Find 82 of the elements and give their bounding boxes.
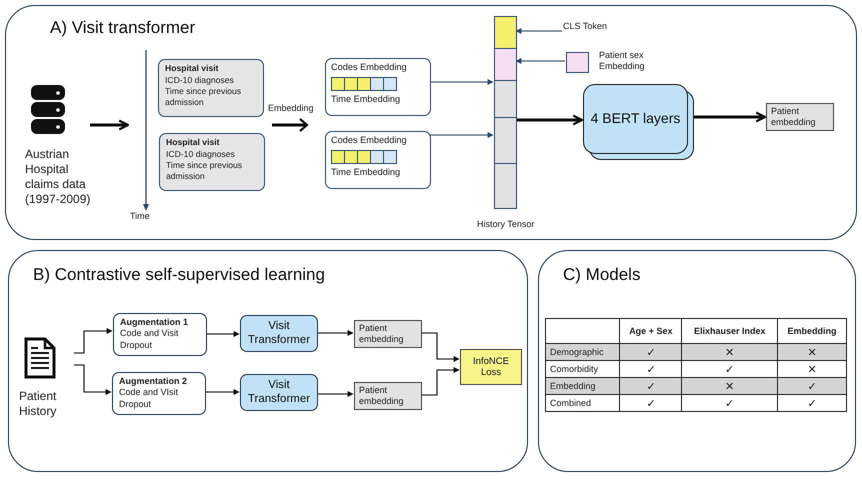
table-cell: ✕ <box>778 360 846 378</box>
visit-box <box>158 59 264 117</box>
panel <box>5 5 857 240</box>
embedding-square <box>566 52 589 73</box>
box-text: Time since previous admission <box>166 160 244 182</box>
row-header: Combined <box>546 394 620 412</box>
arrow <box>515 58 565 64</box>
column-header: Embedding <box>778 318 846 344</box>
augmentation-box <box>113 313 207 356</box>
box-text: 4 BERT layers <box>590 110 682 126</box>
history-tensor-bar <box>494 16 517 209</box>
box-text: Code and Visit Dropout <box>120 328 180 351</box>
panel-title: C) Models <box>563 265 640 285</box>
embedding-box <box>325 58 431 116</box>
visit-box <box>159 133 265 191</box>
table-cell: ✓ <box>620 394 682 412</box>
node-label: Patient sex Embedding <box>599 50 646 72</box>
box-text: Visit Transformer <box>246 378 312 406</box>
box-text: ICD-10 diagnoses <box>166 148 236 160</box>
row-header: Comorbidity <box>546 360 620 378</box>
panel-title: A) Visit transformer <box>50 18 196 38</box>
box-text: Codes Embedding <box>331 62 408 74</box>
box-text: Patient embedding <box>359 385 404 406</box>
output-box <box>354 320 422 348</box>
note-text: CLS Token <box>563 21 607 32</box>
model-box <box>240 374 318 411</box>
source-label: Patient History <box>19 389 58 419</box>
box-text: Time Embedding <box>331 166 402 178</box>
box-heading: Hospital visit <box>165 63 220 74</box>
arrow <box>90 120 130 130</box>
table-cell: ✓ <box>620 360 682 378</box>
table-cell: ✕ <box>682 378 778 394</box>
augmentation-box <box>112 372 206 415</box>
node-label: History Tensor <box>477 219 536 230</box>
box-text: Patient embedding <box>359 323 404 344</box>
box-text: Time since previous admission <box>165 86 242 108</box>
column-header: Age + Sex <box>620 318 682 344</box>
table-cell: ✓ <box>778 378 846 394</box>
box-text: Code and VIsit Dropout <box>119 387 180 410</box>
arrow <box>317 330 354 336</box>
column-header: Elixhauser Index <box>682 318 778 344</box>
arrow <box>206 331 240 337</box>
arrow <box>430 79 494 85</box>
model-box <box>240 315 318 352</box>
table-cell: ✓ <box>682 360 778 378</box>
box-text: InfoNCE Loss <box>472 356 510 378</box>
row-header: Embedding <box>546 378 620 394</box>
arrow <box>516 114 584 126</box>
arrow <box>74 364 112 395</box>
panel <box>8 250 528 472</box>
arrow <box>421 332 460 362</box>
embedding-box <box>325 131 431 189</box>
table-cell: ✓ <box>778 394 846 412</box>
box-text: Time Embedding <box>331 94 402 105</box>
box-text: Codes Embedding <box>331 135 408 146</box>
box-heading: Augmentation 1 <box>120 317 190 328</box>
box-text: Patient embedding <box>771 106 816 128</box>
table-cell: ✓ <box>682 394 778 412</box>
table-cell: ✓ <box>620 344 682 360</box>
layer-stack <box>583 84 694 160</box>
arrow <box>74 328 113 354</box>
box-text: ICD-10 diagnoses <box>165 74 235 86</box>
arrow <box>421 367 460 396</box>
output-box <box>766 103 834 131</box>
table-cell: ✓ <box>620 378 682 394</box>
arrow <box>430 132 494 138</box>
box-heading: Hospital visit <box>166 137 220 148</box>
row-header: Demographic <box>546 344 620 360</box>
arrow <box>317 391 354 397</box>
table-cell: ✕ <box>682 344 778 360</box>
source-label: Austrian Hospital claims data (1997-2009) <box>25 147 91 207</box>
panel-title: B) Contrastive self-supervised learning <box>33 265 325 285</box>
arrow-label: Embedding <box>268 103 314 113</box>
arrow <box>693 112 766 122</box>
arrow <box>515 28 562 34</box>
axis-label: Time <box>130 211 150 221</box>
box-heading: Augmentation 2 <box>119 376 188 388</box>
arrow <box>205 389 240 395</box>
box-text: Visit Transformer <box>246 320 312 348</box>
loss-box <box>460 349 522 385</box>
table-cell: ✕ <box>778 344 846 360</box>
output-box <box>354 382 422 410</box>
